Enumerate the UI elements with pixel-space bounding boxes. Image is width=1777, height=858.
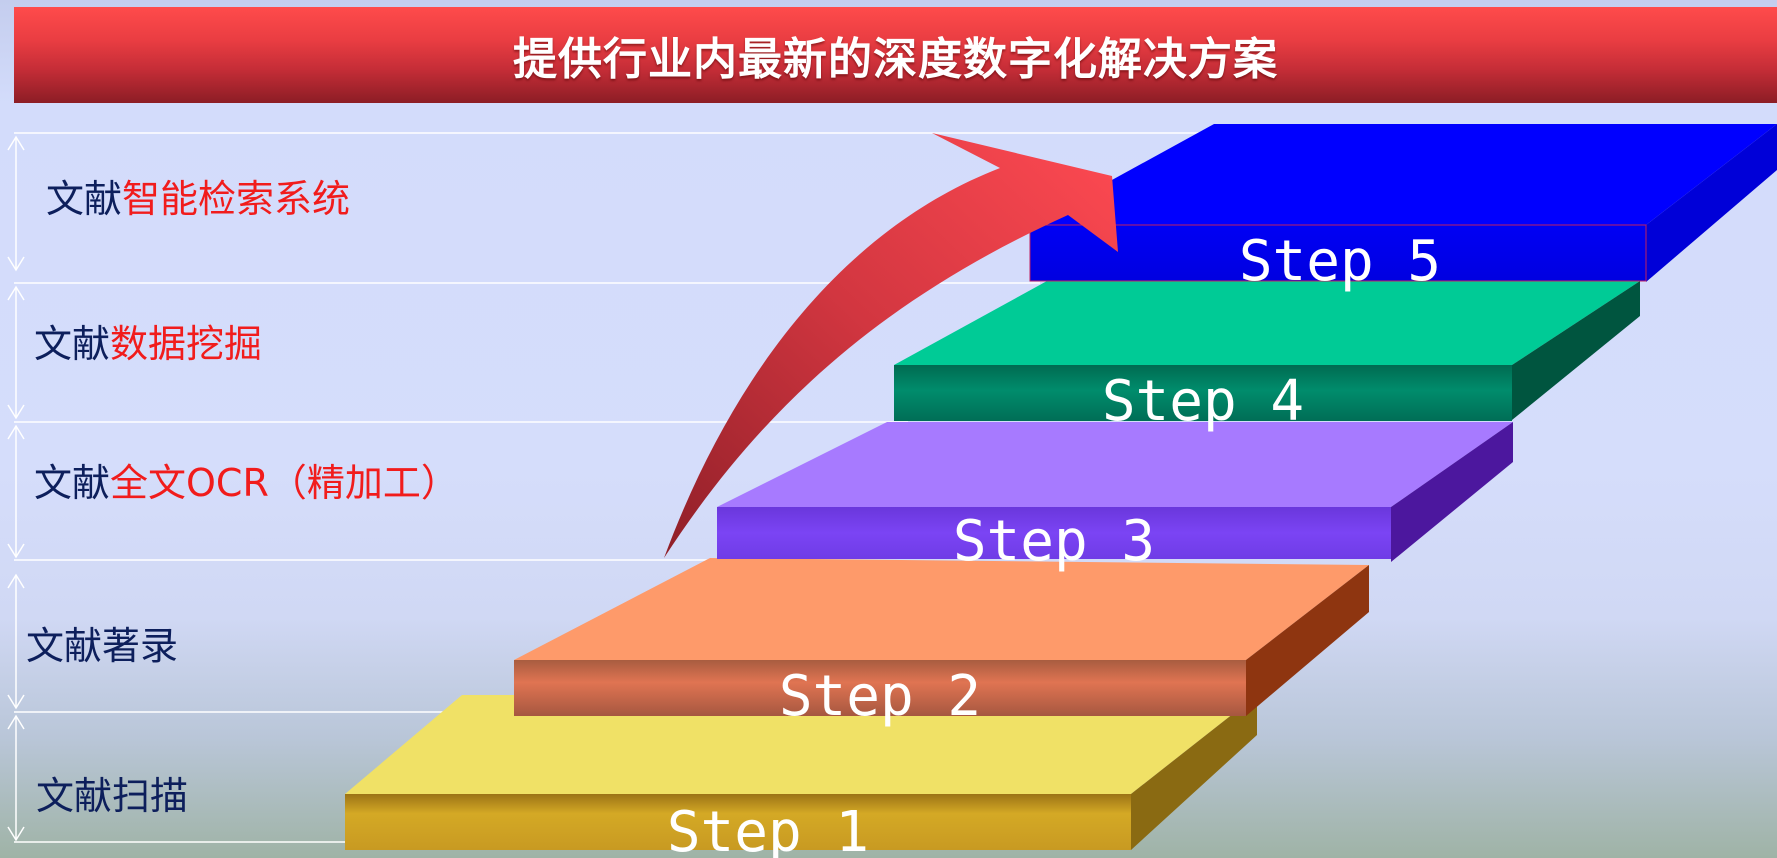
double-arrow-icon	[7, 135, 25, 842]
level-4-label: 文献数据挖掘	[34, 322, 263, 366]
step-4-block: Step 4	[894, 281, 1640, 434]
curved-arrow-icon	[664, 133, 1118, 558]
step-4-label: Step 4	[1102, 369, 1304, 434]
step-1-block: Step 1	[345, 695, 1257, 858]
level-5-label: 文献智能检索系统	[46, 177, 351, 221]
page-title: 提供行业内最新的深度数字化解决方案	[513, 34, 1278, 85]
level-2-label: 文献著录	[26, 624, 179, 668]
title-banner: 提供行业内最新的深度数字化解决方案	[14, 7, 1777, 103]
step-5-label: Step 5	[1239, 229, 1441, 294]
step-3-label: Step 3	[953, 509, 1155, 574]
step-5-block: Step 5	[1029, 124, 1777, 294]
step-2-block: Step 2	[514, 558, 1369, 729]
level-1-label: 文献扫描	[36, 774, 189, 818]
step-3-block: Step 3	[717, 422, 1513, 574]
level-3-label: 文献全文OCR（精加工）	[34, 461, 459, 505]
step-1-label: Step 1	[667, 800, 869, 858]
step-2-label: Step 2	[779, 664, 981, 729]
